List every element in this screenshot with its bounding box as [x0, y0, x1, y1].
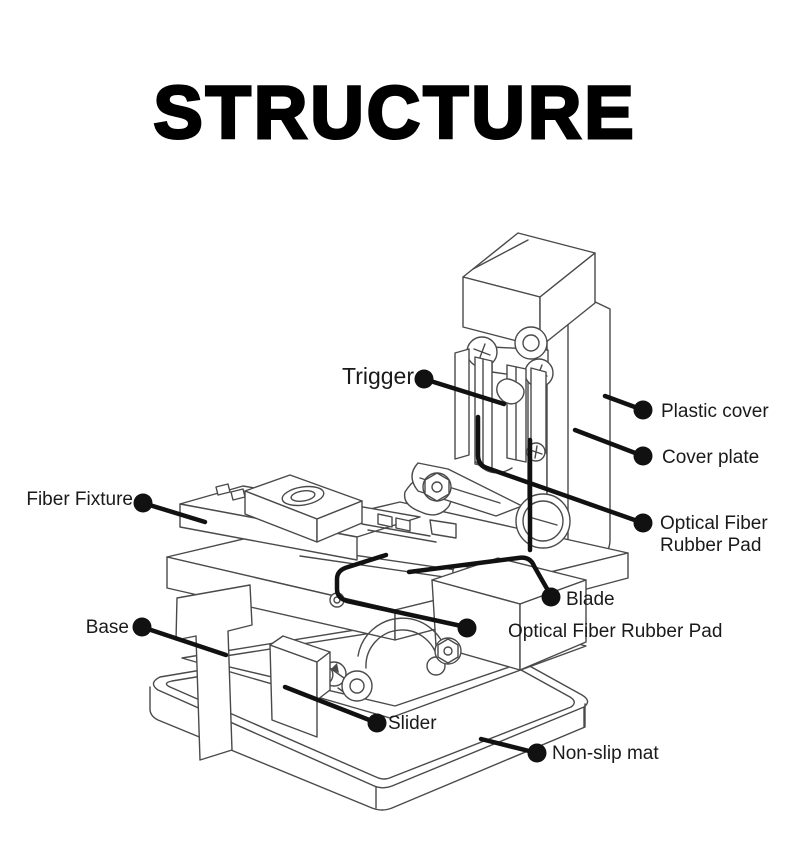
callout-dot [457, 618, 477, 638]
leader-line [475, 414, 646, 526]
labels: Trigger Plastic cover Cover plate Fiber … [26, 363, 769, 764]
callout-cover-plate [572, 427, 653, 466]
callout-dot [367, 713, 387, 733]
callout-dot [541, 587, 561, 607]
page-title: STRUCTURE [153, 71, 636, 154]
leader-line [421, 376, 507, 407]
callout-dot [414, 369, 434, 389]
label-trigger: Trigger [342, 363, 414, 389]
callout-dot [527, 743, 547, 763]
leader-line [478, 736, 540, 756]
label-base: Base [86, 617, 129, 638]
label-optical-fiber-rubber-pad-lower: Optical Fiber Rubber Pad [508, 621, 722, 642]
rotation-arrowhead-icon [331, 663, 339, 673]
callout-fiber-fixture [133, 493, 208, 525]
device-drawing [149, 232, 629, 811]
callout-trigger [414, 369, 507, 407]
callout-dot [132, 617, 152, 637]
callout-base [132, 617, 229, 658]
callout-blade [406, 437, 561, 607]
label-plastic-cover: Plastic cover [661, 401, 769, 422]
callout-dot [633, 400, 653, 420]
label-fiber-fixture: Fiber Fixture [26, 489, 133, 510]
callout-optical-fiber-rubber-pad-lower [334, 552, 477, 638]
callout-plastic-cover [602, 393, 653, 420]
label-optical-fiber-rubber-pad-upper-line2: Rubber Pad [660, 535, 761, 556]
callouts [132, 369, 653, 763]
callout-dot [633, 513, 653, 533]
label-cover-plate: Cover plate [662, 447, 759, 468]
leader-line [572, 427, 646, 459]
label-non-slip-mat: Non-slip mat [552, 743, 659, 764]
label-blade: Blade [566, 589, 615, 610]
callout-slider [282, 684, 387, 733]
callout-optical-fiber-rubber-pad-upper [475, 414, 653, 533]
callout-dot [133, 493, 153, 513]
label-slider: Slider [388, 713, 437, 734]
leader-line [139, 624, 229, 658]
leader-line [334, 552, 469, 630]
trigger-assembly-drawing [454, 232, 596, 474]
callout-dot [633, 446, 653, 466]
callout-non-slip-mat [478, 736, 547, 763]
leader-line [406, 555, 553, 597]
leader-line [282, 684, 380, 726]
leader-line [140, 500, 208, 525]
label-optical-fiber-rubber-pad-upper-line1: Optical Fiber [660, 513, 768, 534]
